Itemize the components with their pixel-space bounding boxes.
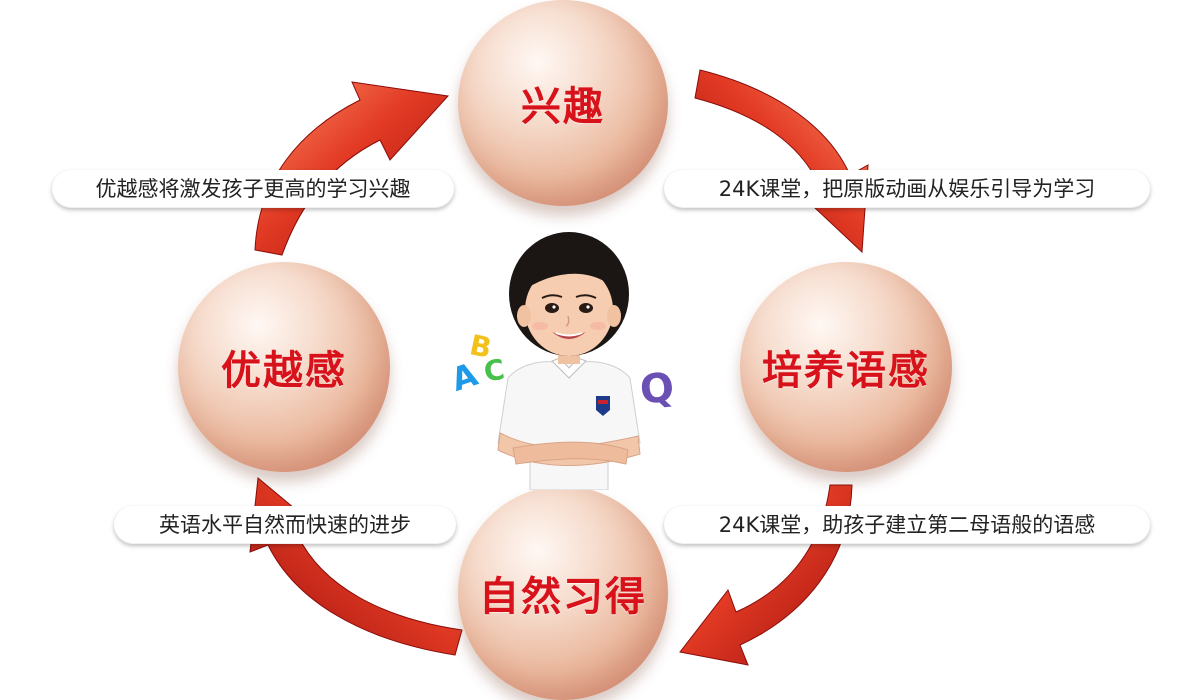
node-language-sense: 培养语感 [740, 262, 952, 472]
node-language-sense-label: 培养语感 [762, 348, 930, 394]
arrow-top-to-right [694, 69, 869, 254]
arrow-bottom-to-left [249, 477, 463, 656]
node-interest-label: 兴趣 [521, 84, 605, 130]
node-interest: 兴趣 [458, 0, 668, 206]
node-superiority: 优越感 [178, 262, 390, 472]
caption-bottom-right: 24K课堂，助孩子建立第二母语般的语感 [664, 506, 1150, 544]
arrow-left-to-top [254, 81, 450, 256]
caption-top-right: 24K课堂，把原版动画从娱乐引导为学习 [664, 170, 1150, 208]
node-superiority-label: 优越感 [221, 348, 347, 394]
node-natural-acquisition: 自然习得 [458, 486, 668, 700]
caption-top-left: 优越感将激发孩子更高的学习兴趣 [52, 170, 454, 208]
letter-q: Q [637, 364, 677, 414]
child-illustration [497, 232, 641, 490]
node-natural-acquisition-label: 自然习得 [479, 574, 647, 620]
letter-c: C [481, 352, 507, 389]
caption-bottom-left: 英语水平自然而快速的进步 [114, 506, 456, 544]
